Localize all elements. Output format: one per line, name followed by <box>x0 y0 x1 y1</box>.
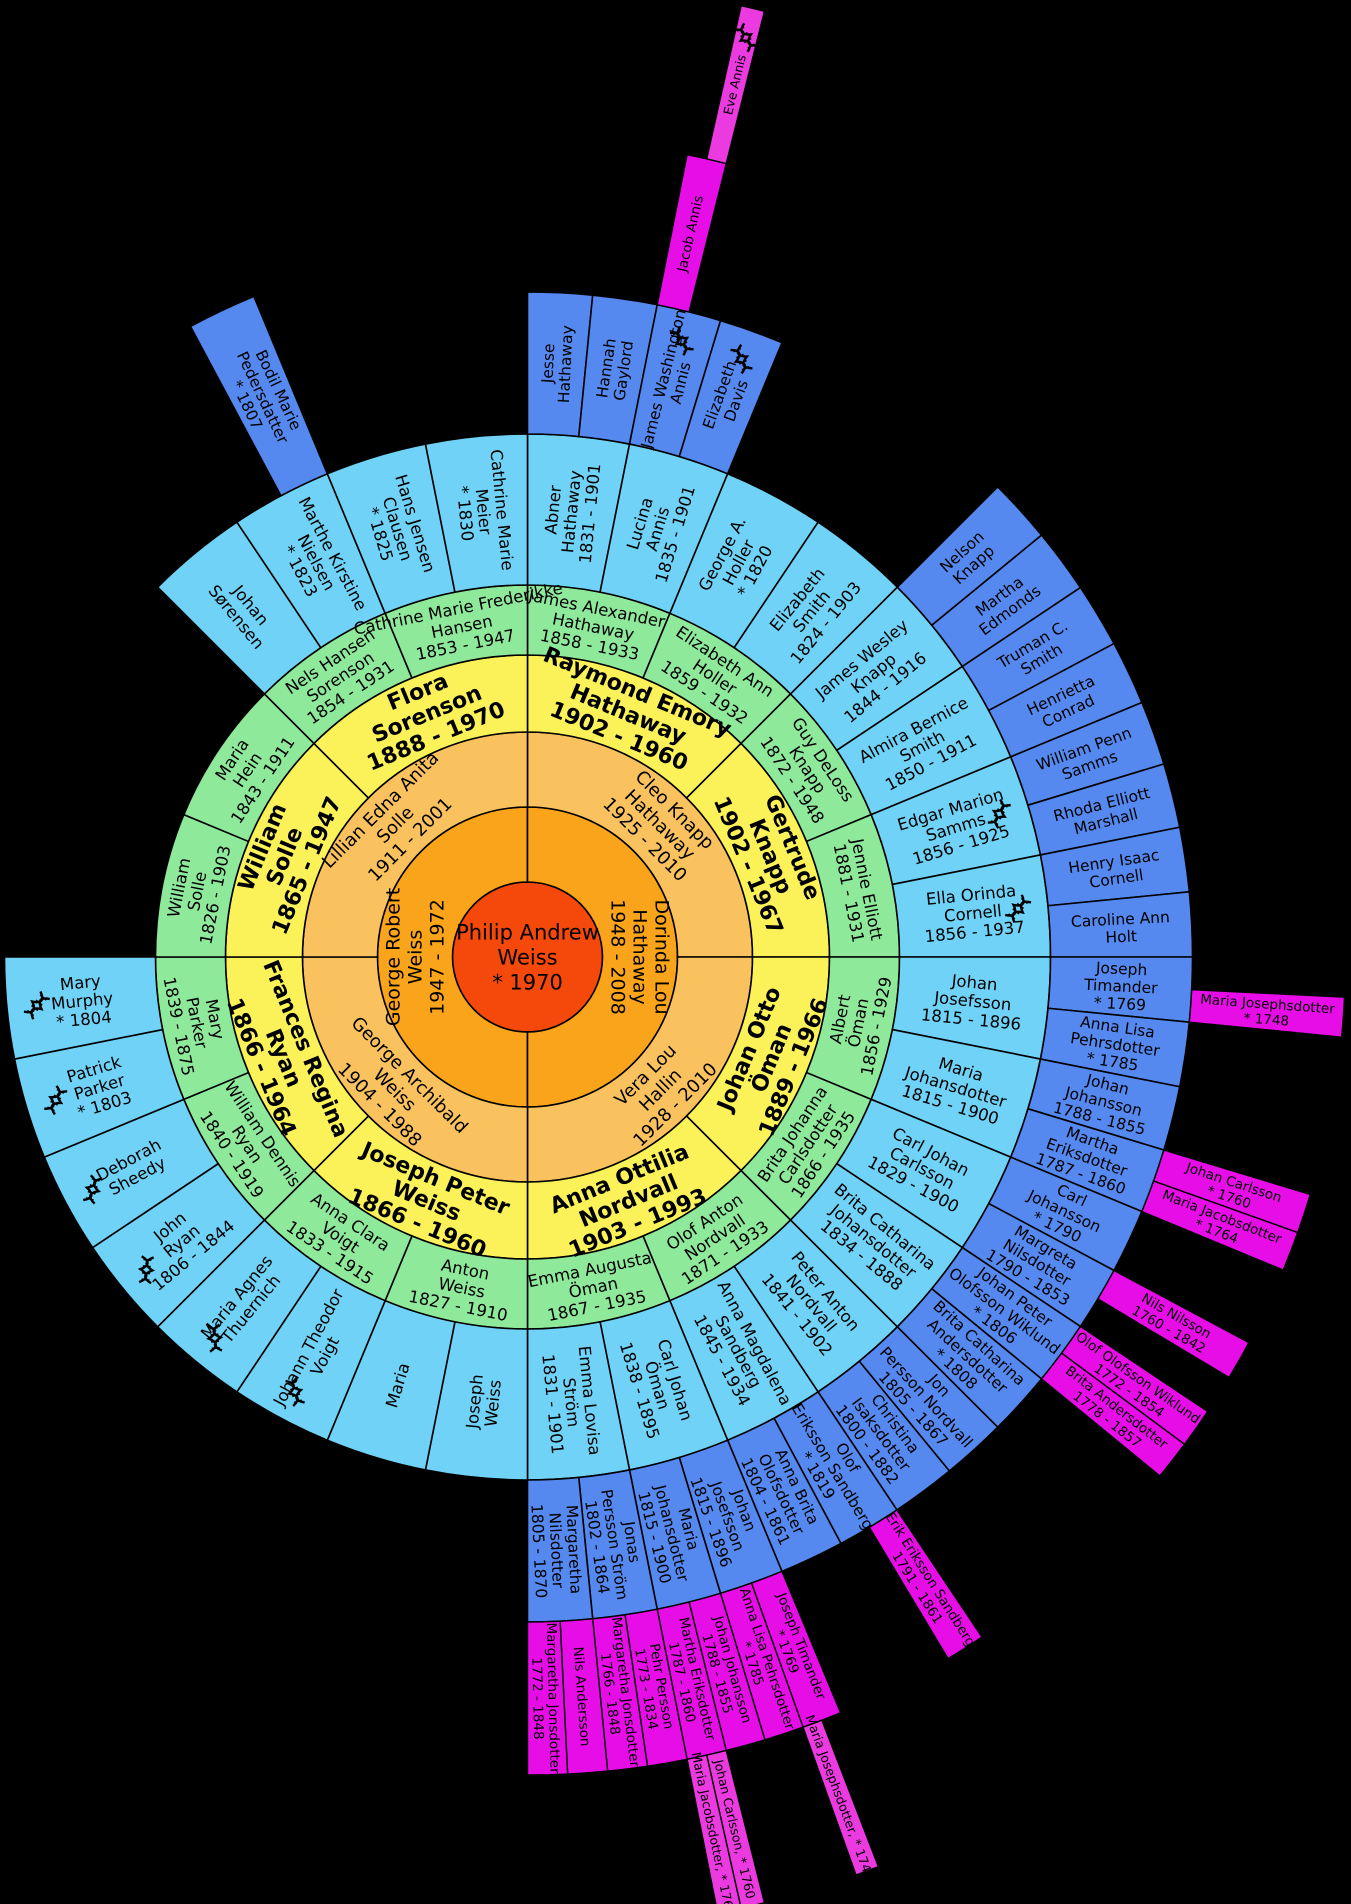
brita-andersdotter-sector[interactable] <box>1040 1352 1186 1477</box>
mary-murphy-sector[interactable] <box>3 956 164 1060</box>
cathrine-marie-meier-sector[interactable] <box>424 433 529 593</box>
george-robert-weiss-label: George RobertWeiss1947 - 1972 <box>383 888 449 1026</box>
margaretha-jonsdotter-sector[interactable] <box>526 1620 569 1776</box>
sector-layer <box>3 4 1346 1904</box>
nils-andersson-label: Nils Andersson <box>570 1646 593 1747</box>
dorinda-lou-hathaway-label: Dorinda LouHathaway1948 - 2008 <box>606 899 672 1015</box>
johan-johansson-label: JohanJohansson1788 - 1855 <box>1051 1065 1155 1139</box>
margaretha-nilsdotter-label: MargarethaNilsdotter1805 - 1870 <box>527 1502 585 1599</box>
jacob-annis-sector[interactable] <box>656 154 727 313</box>
joseph-weiss-label: JosephWeiss <box>462 1373 505 1432</box>
elizabeth-davis-sector[interactable] <box>678 319 783 475</box>
joseph-timander-label: JosephTimander* 1769 <box>1082 958 1160 1015</box>
margaretha-jonsdotter-label: Margaretha Jonsdotter1772 - 1848 <box>527 1622 562 1774</box>
pehr-persson-label: Pehr Persson1773 - 1834 <box>631 1642 677 1733</box>
maria-josephsdotter-sector[interactable] <box>1188 988 1346 1038</box>
mary-murphy-label: MaryMurphy* 1804 <box>48 970 116 1032</box>
caroline-ann-holt-label: Caroline AnnHolt <box>1070 908 1171 948</box>
nils-nilsson-sector[interactable] <box>1097 1269 1250 1379</box>
maria-jacobsdotter-sector[interactable] <box>686 1754 741 1904</box>
bodil-marie-pedersdatter-sector[interactable] <box>189 295 329 497</box>
maria-jacobsdotter-sector[interactable] <box>1141 1180 1299 1271</box>
maria-josephsdotter-sector[interactable] <box>802 1719 880 1876</box>
johan-josefsson-label: JohanJosefsson1815 - 1896 <box>686 1463 768 1570</box>
jesse-hathaway-label: JesseHathaway <box>537 324 576 404</box>
erik-eriksson-sandberg-sector[interactable] <box>868 1509 983 1660</box>
